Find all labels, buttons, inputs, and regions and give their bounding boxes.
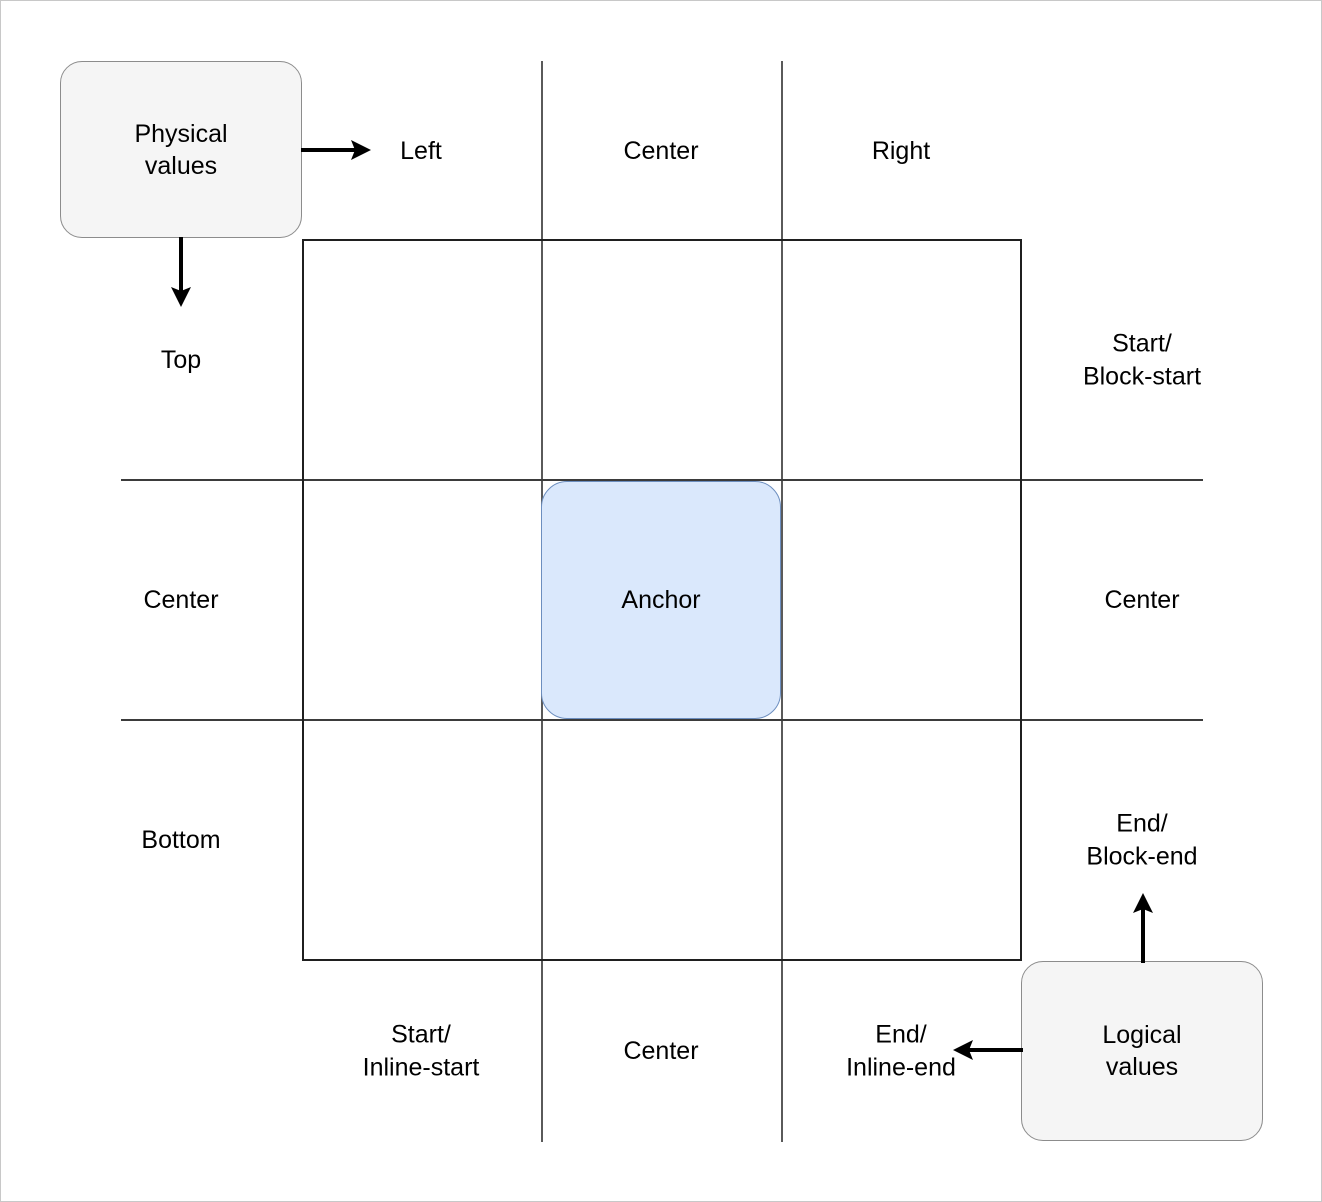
label-right-block-end: End/ Block-end [1086,809,1198,871]
label-left-bottom: Bottom [141,825,221,854]
anchor-label: Anchor [621,585,701,614]
label-right-block-start: Start/ Block-start [1082,329,1202,391]
logical-values-label: Logical values [1102,1021,1182,1081]
physical-values-label: Physical values [134,119,228,180]
anchor-element[interactable]: Anchor [541,481,781,719]
containing-block-frame [302,239,1022,961]
logical-values-legend[interactable]: Logical values [1021,961,1263,1141]
label-top-left: Left [400,136,442,165]
arrow-logical-to-block-end-icon [1133,893,1153,963]
label-bottom-center: Center [623,1036,699,1065]
arrow-logical-to-inline-end-icon [953,1040,1023,1060]
label-top-center: Center [623,136,699,165]
grid-line-horizontal-top [121,479,1203,481]
arrow-physical-to-top-icon [171,237,191,307]
label-top-right: Right [871,136,931,165]
label-left-center: Center [143,585,219,614]
label-bottom-inline-end: End/ Inline-end [846,1020,956,1082]
grid-line-vertical-right [781,61,783,1142]
arrow-physical-to-left-icon [301,140,371,160]
label-bottom-inline-start: Start/ Inline-start [362,1020,480,1082]
label-left-top: Top [160,345,202,374]
label-right-center: Center [1104,585,1180,614]
physical-values-legend[interactable]: Physical values [60,61,302,238]
grid-line-horizontal-bottom [121,719,1203,721]
